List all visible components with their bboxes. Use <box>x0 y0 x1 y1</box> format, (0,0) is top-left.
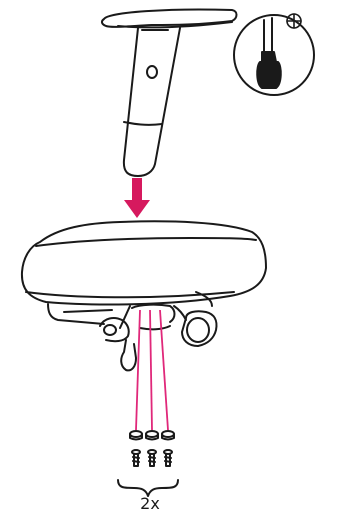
armrest-part <box>102 9 237 176</box>
direction-arrow <box>124 178 150 218</box>
screw-item <box>130 431 142 466</box>
phillips-screwdriver-icon <box>234 14 314 95</box>
screw-set <box>130 431 174 466</box>
seat-part <box>22 221 266 304</box>
screw-item <box>162 431 174 466</box>
quantity-label: 2x <box>128 494 172 513</box>
screw-item <box>146 431 158 466</box>
